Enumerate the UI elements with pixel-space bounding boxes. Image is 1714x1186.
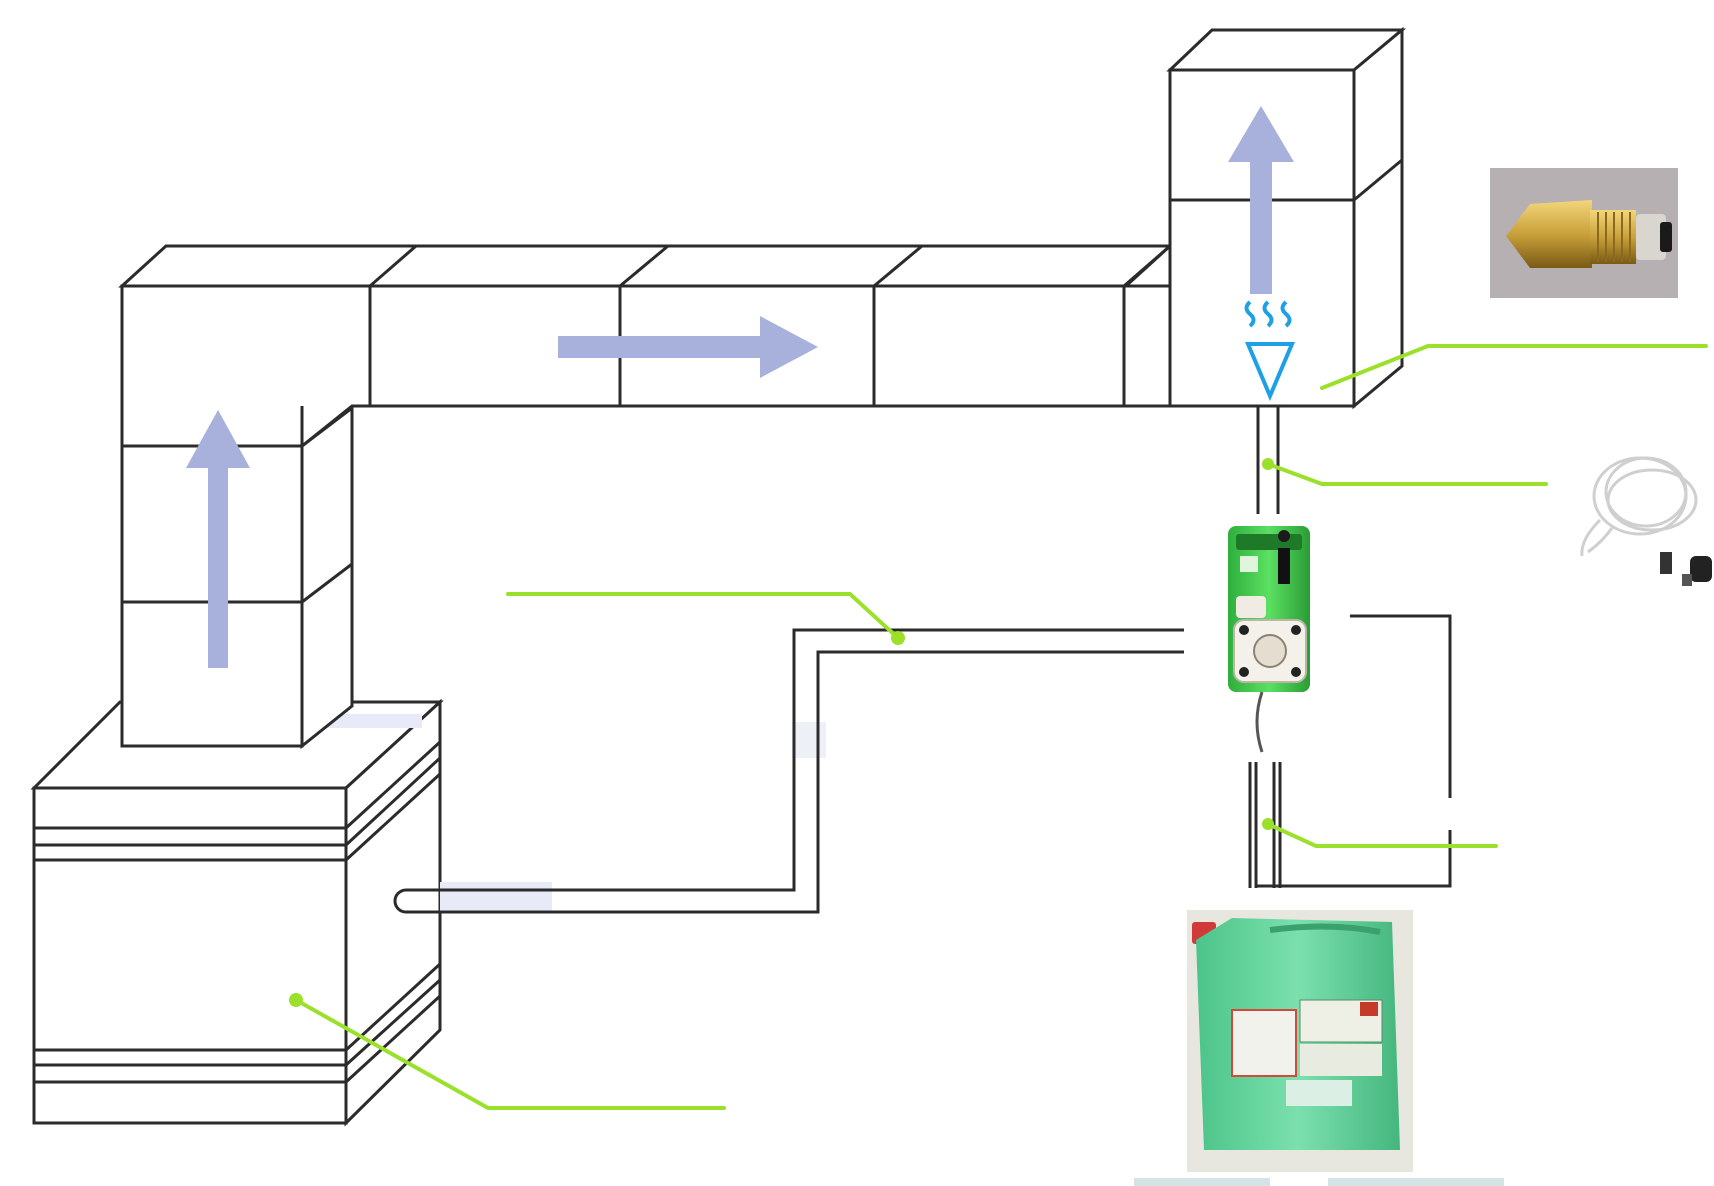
brass-nozzle-photo-icon: [1490, 168, 1678, 298]
return-line: [395, 630, 1184, 912]
bottom-edge-mark: [1328, 1178, 1504, 1186]
dosing-pump-photo-icon: [1228, 526, 1310, 752]
bottom-edge-mark: [1134, 1178, 1270, 1186]
outlet-duct-box: [1170, 30, 1402, 406]
jerrycan-photo-icon: [1187, 910, 1413, 1172]
callout-lines: [296, 346, 1706, 1108]
callout-feed-tubing: [1268, 464, 1546, 484]
callout-suction-tubing: [1268, 824, 1496, 846]
faint-mark: [792, 722, 826, 758]
air-handling-unit: [34, 702, 440, 1123]
tubing-coil-photo-icon: [1582, 458, 1712, 586]
pipe-shadow-highlight: [440, 882, 552, 912]
